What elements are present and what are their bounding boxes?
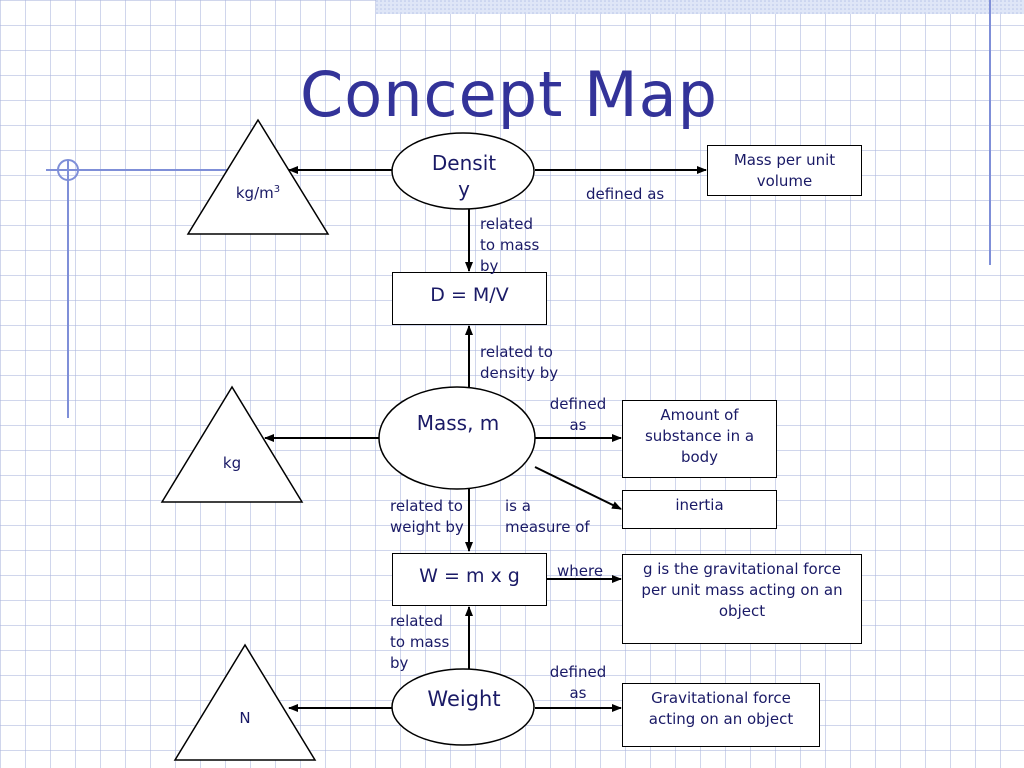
density-unit-base: kg/m (235, 184, 274, 202)
link-weight-defined-as: defined as (546, 662, 610, 704)
weight-formula-box: W = m x g (392, 553, 547, 606)
link-mass-measure-of-line-1: is a (505, 497, 531, 515)
link-density-related: related to mass by (480, 214, 539, 277)
link-weight-defined-as-line-1: defined (549, 663, 607, 681)
g-definition-line-1: g is the gravitational force (642, 560, 842, 578)
link-mass-related-density-line-2: density by (480, 364, 559, 382)
g-definition-box: g is the gravitational force per unit ma… (622, 554, 862, 644)
weight-unit: N (239, 709, 251, 727)
density-concept-line-1: Densit (431, 151, 497, 175)
weight-formula: W = m x g (419, 565, 520, 587)
mass-definition-line-2: substance in a (644, 427, 755, 445)
density-definition-box: Mass per unit volume (707, 145, 862, 196)
link-weight-related: related to mass by (390, 611, 449, 674)
link-mass-related-weight: related to weight by (390, 496, 464, 538)
mass-concept: Mass, m (416, 411, 500, 435)
link-weight-related-line-3: by (390, 654, 409, 672)
link-mass-defined-as: defined as (546, 394, 610, 436)
mass-definition-line-3: body (680, 448, 719, 466)
link-mass-measure-of-line-2: measure of (505, 518, 590, 536)
link-mass-measure-of: is a measure of (505, 496, 590, 538)
link-mass-defined-as-line-1: defined (549, 395, 607, 413)
g-definition-line-3: object (718, 602, 766, 620)
link-mass-related-density-line-1: related to (480, 343, 553, 361)
link-where: where (557, 562, 604, 580)
weight-definition-line-2: acting on an object (648, 710, 794, 728)
weight-concept: Weight (427, 687, 501, 711)
link-mass-related-weight-line-1: related to (390, 497, 463, 515)
link-weight-defined-as-line-2: as (569, 684, 587, 702)
inertia-box: inertia (622, 490, 777, 529)
page-title: Concept Map (300, 58, 718, 131)
g-definition-line-2: per unit mass acting on an (641, 581, 843, 599)
mass-definition-box: Amount of substance in a body (622, 400, 777, 478)
density-definition-line-1: Mass per unit (733, 151, 836, 169)
link-weight-related-line-2: to mass (390, 633, 450, 651)
link-density-related-line-3: by (480, 257, 499, 275)
density-formula-box: D = M/V (392, 272, 547, 325)
crosshair-icon (57, 159, 79, 181)
density-ellipse (391, 132, 535, 210)
density-unit-triangle (186, 118, 330, 235)
mass-definition-line-1: Amount of (660, 406, 739, 424)
mass-ellipse (378, 386, 536, 490)
density-unit-exponent: 3 (273, 184, 281, 195)
link-density-related-line-2: to mass (480, 236, 540, 254)
mass-unit-triangle (160, 385, 304, 503)
link-mass-defined-as-line-2: as (569, 416, 587, 434)
density-concept: Densit y (393, 150, 535, 202)
density-concept-line-2: y (458, 177, 470, 201)
link-density-related-line-1: related (480, 215, 534, 233)
link-mass-related-weight-line-2: weight by (390, 518, 464, 536)
link-weight-related-line-1: related (390, 612, 444, 630)
density-unit: kg/m3 (208, 184, 308, 202)
arrow-mass-to-inertia (534, 466, 622, 510)
link-mass-related-density: related to density by (480, 342, 558, 384)
weight-unit-triangle (173, 643, 317, 761)
density-formula: D = M/V (430, 284, 509, 306)
weight-definition-line-1: Gravitational force (651, 689, 791, 707)
weight-ellipse (391, 668, 535, 746)
weight-definition-box: Gravitational force acting on an object (622, 683, 820, 747)
link-density-defined-as: defined as (586, 185, 665, 203)
mass-unit: kg (222, 454, 242, 472)
top-band (376, 0, 1024, 14)
density-definition-line-2: volume (756, 172, 813, 190)
inertia-label: inertia (675, 496, 724, 514)
